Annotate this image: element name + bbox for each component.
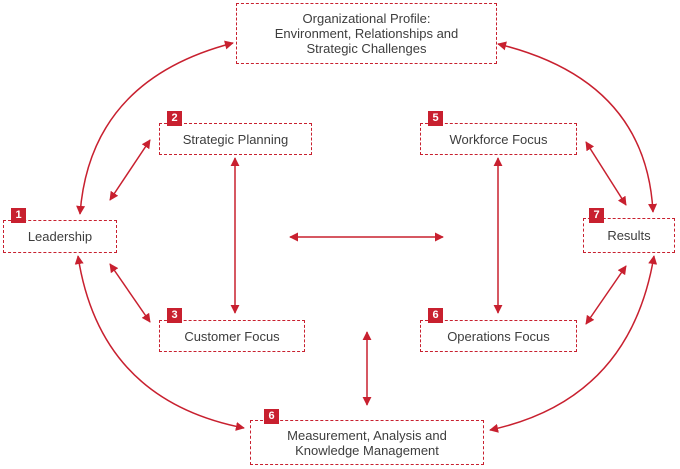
arrow-leadership-measurement <box>74 255 245 431</box>
customer-focus-box: Customer Focus <box>159 320 305 352</box>
arrow-leadership-customer <box>109 263 151 323</box>
arrow-leadership-strategic <box>109 139 151 201</box>
strategic-planning-number-badge: 2 <box>167 111 182 126</box>
measurement-analysis-label: Measurement, Analysis and Knowledge Mana… <box>287 427 447 458</box>
arrow-operations-results <box>585 265 627 325</box>
operations-focus-box: Operations Focus <box>420 320 577 352</box>
strategic-planning-box: Strategic Planning <box>159 123 312 155</box>
customer-focus-label: Customer Focus <box>184 328 280 344</box>
workforce-focus-box: Workforce Focus <box>420 123 577 155</box>
results-box: Results <box>583 218 675 253</box>
operations-focus-number-badge: 6 <box>428 308 443 323</box>
leadership-box: Leadership <box>3 220 117 253</box>
measurement-analysis-box: Measurement, Analysis and Knowledge Mana… <box>250 420 484 465</box>
results-label: Results <box>607 228 651 243</box>
measurement-analysis-number-badge: 6 <box>264 409 279 424</box>
arrow-profile-results <box>497 41 658 213</box>
leadership-label: Leadership <box>27 229 93 244</box>
arrow-leadership-profile <box>76 40 234 215</box>
workforce-focus-number-badge: 5 <box>428 111 443 126</box>
organizational-profile-box: Organizational Profile: Environment, Rel… <box>236 3 497 64</box>
arrow-results-measurement <box>489 255 658 433</box>
customer-focus-number-badge: 3 <box>167 308 182 323</box>
leadership-number-badge: 1 <box>11 208 26 223</box>
operations-focus-label: Operations Focus <box>447 328 550 344</box>
arrow-workforce-results <box>585 141 627 206</box>
results-number-badge: 7 <box>589 208 604 223</box>
strategic-planning-label: Strategic Planning <box>182 131 289 147</box>
workforce-focus-label: Workforce Focus <box>449 131 548 147</box>
organizational-profile-label: Organizational Profile: Environment, Rel… <box>274 11 459 56</box>
